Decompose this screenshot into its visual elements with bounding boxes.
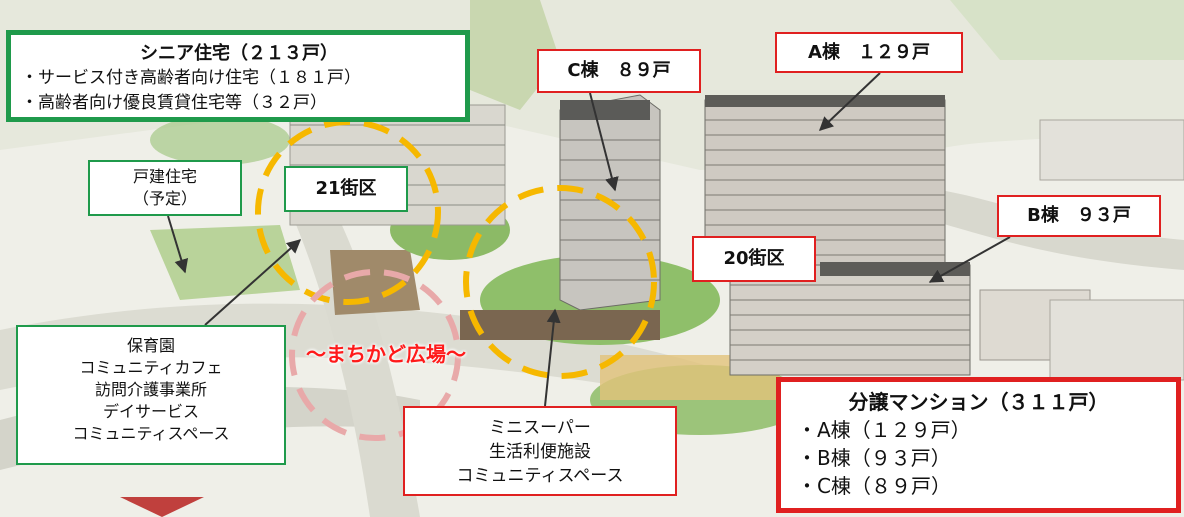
facility-line: コミュニティスペース	[72, 424, 230, 443]
condominium-item: ・B棟（９３戸）	[797, 446, 951, 470]
condominium-item: ・A棟（１２９戸）	[797, 418, 971, 442]
circle-plaza	[289, 269, 461, 441]
condominium-title: 分譲マンション（３１１戸）	[848, 390, 1109, 414]
senior-housing-item: ・サービス付き高齢者向け住宅（１８１戸）	[21, 68, 361, 88]
facility-line: デイサービス	[102, 402, 199, 421]
detached-house-note: （予定）	[132, 189, 197, 208]
condominium-item: ・C棟（８９戸）	[797, 474, 951, 498]
circle-block-21	[255, 119, 441, 305]
block-21-label: 21街区	[284, 166, 408, 212]
plaza-label: ～まちかど広場～	[306, 342, 466, 366]
facility-line: ミニスーパー	[489, 418, 591, 438]
facility-line: 訪問介護事業所	[94, 380, 207, 399]
building-b-label: B棟 ９３戸	[997, 195, 1161, 237]
nursery-facilities-box: 保育園 コミュニティカフェ 訪問介護事業所 デイサービス コミュニティスペース	[16, 325, 286, 465]
detached-house-box: 戸建住宅 （予定）	[88, 160, 242, 216]
facility-line: 生活利便施設	[489, 442, 591, 462]
facility-line: コミュニティスペース	[456, 466, 624, 486]
circle-block-20-center	[463, 185, 657, 379]
block-20-label: 20街区	[692, 236, 816, 282]
condominium-box: 分譲マンション（３１１戸） ・A棟（１２９戸） ・B棟（９３戸） ・C棟（８９戸…	[776, 377, 1181, 513]
mini-supermarket-box: ミニスーパー 生活利便施設 コミュニティスペース	[403, 406, 677, 496]
down-chevron-icon	[120, 497, 204, 517]
building-c-label: C棟 ８９戸	[537, 49, 701, 93]
senior-housing-box: シニア住宅（２１３戸） ・サービス付き高齢者向け住宅（１８１戸） ・高齢者向け優…	[6, 30, 470, 122]
senior-housing-title: シニア住宅（２１３戸）	[140, 43, 338, 64]
senior-housing-item: ・高齢者向け優良賃貸住宅等（３２戸）	[21, 93, 327, 113]
detached-house-label: 戸建住宅	[132, 167, 197, 186]
facility-line: コミュニティカフェ	[79, 358, 223, 377]
facility-line: 保育園	[126, 336, 175, 355]
building-a-label: A棟 １２９戸	[775, 32, 963, 73]
